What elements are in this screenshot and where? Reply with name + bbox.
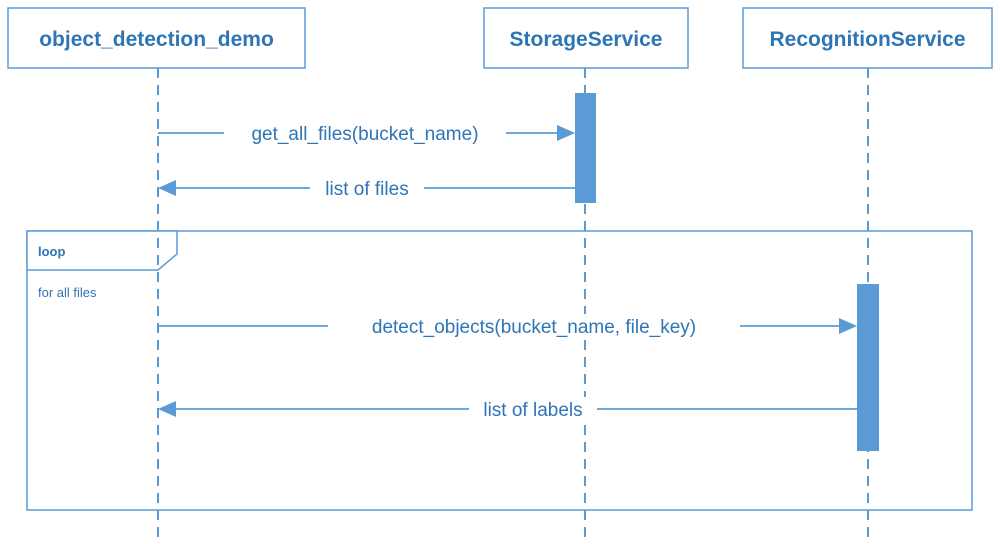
loop-frame-title: loop — [38, 244, 65, 259]
arrowhead-left — [158, 401, 176, 417]
message-get-all-files: get_all_files(bucket_name) — [158, 121, 575, 145]
message-detect-objects: detect_objects(bucket_name, file_key) — [158, 314, 857, 338]
loop-frame-tab — [26, 230, 178, 271]
arrowhead-right — [839, 318, 857, 334]
arrowhead-left — [158, 180, 176, 196]
activation-storage-service — [575, 93, 596, 203]
message-label: detect_objects(bucket_name, file_key) — [372, 317, 696, 338]
loop-frame — [26, 230, 973, 511]
participant-recognition-service: RecognitionService — [742, 7, 993, 69]
participant-label: object_detection_demo — [39, 28, 274, 51]
arrowhead-right — [557, 125, 575, 141]
participant-label: RecognitionService — [769, 28, 965, 51]
message-label: list of labels — [483, 400, 582, 421]
message-list-of-files: list of files — [158, 176, 575, 200]
message-label: list of files — [325, 179, 408, 200]
participant-label: StorageService — [510, 28, 663, 51]
loop-frame-guard: for all files — [38, 285, 97, 300]
message-label: get_all_files(bucket_name) — [251, 124, 478, 145]
participant-object-detection-demo: object_detection_demo — [7, 7, 306, 69]
message-list-of-labels: list of labels — [158, 397, 857, 421]
activation-recognition-service — [857, 284, 879, 451]
participant-storage-service: StorageService — [483, 7, 689, 69]
